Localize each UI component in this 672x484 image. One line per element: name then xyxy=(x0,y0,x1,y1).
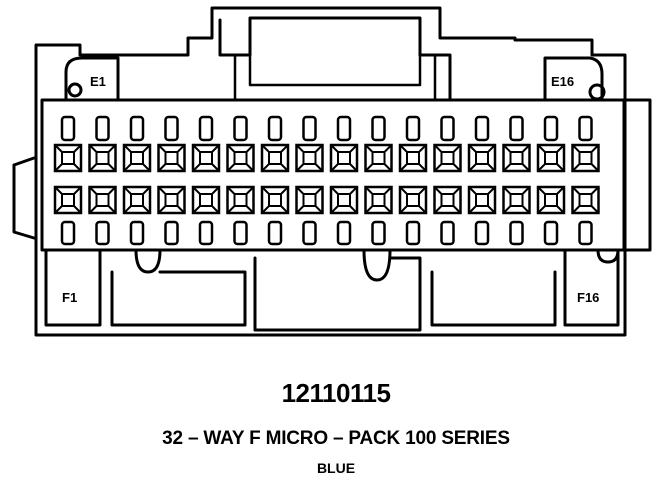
terminal-cavity-row-e xyxy=(53,143,83,173)
pin-grid xyxy=(53,115,600,246)
terminal-cavity-row-f xyxy=(226,185,255,215)
pin-slot-top xyxy=(233,115,248,142)
terminal-cavity-row-e xyxy=(295,143,324,173)
pin-label-f1: F1 xyxy=(62,290,77,305)
pin-label-f16: F16 xyxy=(577,290,599,305)
pin-label-e1: E1 xyxy=(90,74,106,89)
pin-slot-top xyxy=(129,115,145,142)
terminal-cavity-row-f xyxy=(536,185,566,215)
terminal-cavity-row-f xyxy=(433,185,462,215)
terminal-cavity-row-f xyxy=(571,185,600,215)
terminal-cavity-row-e xyxy=(571,143,600,173)
connector-housing-outline xyxy=(34,6,627,337)
pin-slot-top xyxy=(405,115,421,142)
terminal-cavity-row-e xyxy=(398,143,428,173)
terminal-cavity-row-e xyxy=(467,143,497,173)
pin-slot-top xyxy=(509,115,524,142)
pin-slot-bottom xyxy=(95,220,110,246)
pin-slot-top xyxy=(267,115,283,142)
pin-slot-bottom xyxy=(336,220,352,246)
pin-slot-bottom xyxy=(543,220,559,246)
pin-slot-bottom xyxy=(440,220,455,246)
terminal-cavity-row-e xyxy=(536,143,566,173)
pin-slot-top xyxy=(578,115,593,142)
pin-slot-bottom xyxy=(129,220,145,246)
pin-slot-bottom xyxy=(267,220,283,246)
terminal-cavity-row-e xyxy=(226,143,255,173)
pin-slot-bottom xyxy=(233,220,248,246)
pin-slot-top xyxy=(440,115,455,142)
pin-slot-top xyxy=(302,115,317,142)
terminal-cavity-row-f xyxy=(260,185,290,215)
pin-slot-bottom xyxy=(405,220,421,246)
pin-slot-bottom xyxy=(60,220,76,246)
terminal-cavity-row-f xyxy=(191,185,221,215)
bay-f1 xyxy=(44,248,102,327)
terminal-cavity-row-f xyxy=(295,185,324,215)
terminal-cavity-row-f xyxy=(122,185,152,215)
pin-slot-top xyxy=(371,115,386,142)
terminal-cavity-row-e xyxy=(157,143,186,173)
pin-slot-bottom xyxy=(474,220,490,246)
pocket-e1 xyxy=(64,56,120,102)
bay-right xyxy=(430,270,557,327)
pin-slot-bottom xyxy=(198,220,214,246)
terminal-cavity-row-e xyxy=(191,143,221,173)
terminal-cavity-row-e xyxy=(502,143,531,173)
latch-hood xyxy=(218,16,452,102)
terminal-cavity-row-e xyxy=(433,143,462,173)
connector-color: BLUE xyxy=(316,460,356,476)
connector-diagram: E1 E16 F1 F16 xyxy=(12,6,652,337)
pin-slot-top xyxy=(543,115,559,142)
terminal-cavity-row-e xyxy=(260,143,290,173)
terminal-cavity-row-f xyxy=(329,185,359,215)
terminal-cavity-row-f xyxy=(398,185,428,215)
pin-slot-top xyxy=(164,115,179,142)
connector-face xyxy=(40,98,626,252)
pin-slot-top xyxy=(198,115,214,142)
terminal-cavity-row-e xyxy=(88,143,117,173)
pin-slot-bottom xyxy=(578,220,593,246)
part-number: 12110115 xyxy=(281,378,391,408)
terminal-cavity-row-f xyxy=(157,185,186,215)
pin-slot-bottom xyxy=(302,220,317,246)
pin-slot-bottom xyxy=(371,220,386,246)
terminal-cavity-row-e xyxy=(122,143,152,173)
pin-slot-top xyxy=(474,115,490,142)
terminal-cavity-row-f xyxy=(53,185,83,215)
right-rib xyxy=(625,98,652,252)
terminal-cavity-row-f xyxy=(467,185,497,215)
connector-description: 32 – WAY F MICRO – PACK 100 SERIES xyxy=(162,428,510,449)
pin-slot-bottom xyxy=(164,220,179,246)
pocket-e16 xyxy=(543,56,604,102)
pin-slot-top xyxy=(95,115,110,142)
terminal-cavity-row-f xyxy=(364,185,393,215)
bay-center xyxy=(253,256,422,332)
bay-left xyxy=(110,270,247,327)
left-rib xyxy=(12,156,36,240)
terminal-cavity-row-e xyxy=(364,143,393,173)
terminal-cavity-row-e xyxy=(329,143,359,173)
pin-slot-top xyxy=(60,115,76,142)
terminal-cavity-row-f xyxy=(88,185,117,215)
pin-label-e16: E16 xyxy=(551,74,574,89)
pin-slot-top xyxy=(336,115,352,142)
terminal-cavity-row-f xyxy=(502,185,531,215)
bay-f16 xyxy=(563,248,620,327)
pin-slot-bottom xyxy=(509,220,524,246)
